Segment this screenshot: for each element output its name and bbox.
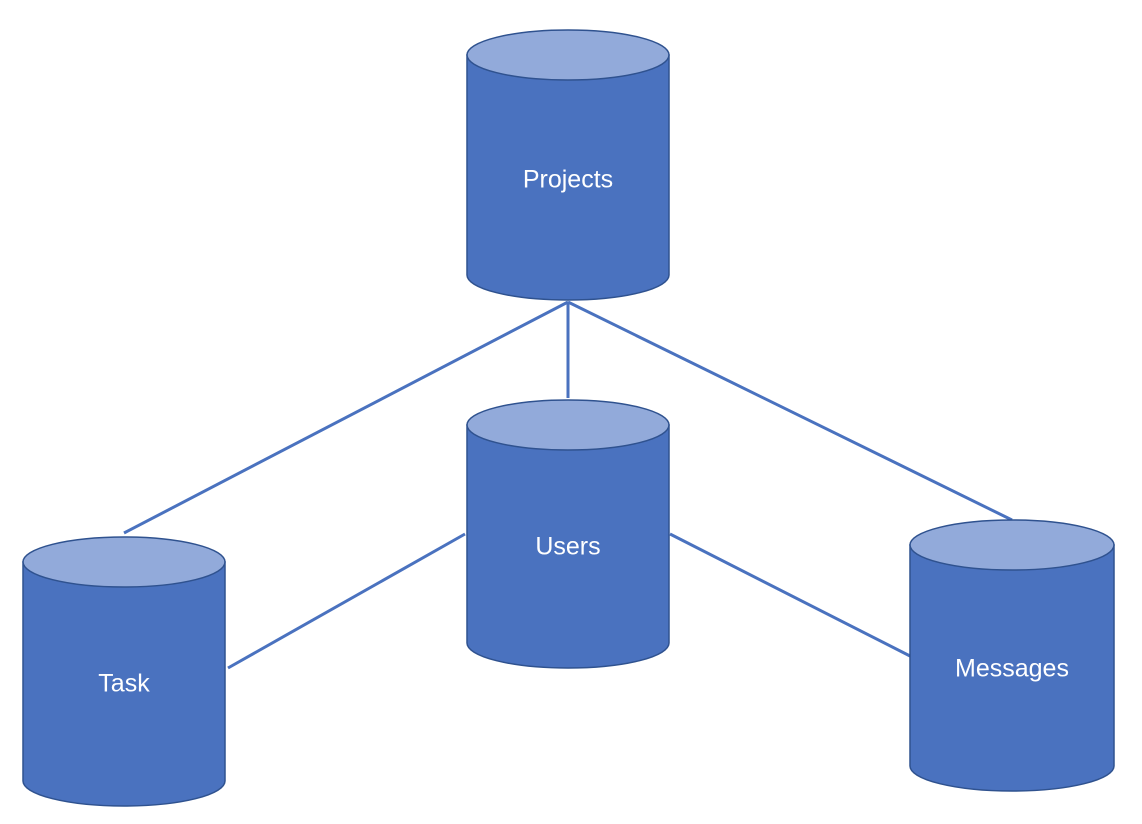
task-cylinder[interactable]: Task (22, 536, 226, 807)
messages-cylinder-top (909, 519, 1115, 571)
users-cylinder-body (466, 424, 670, 669)
users-cylinder-top (466, 399, 670, 451)
task-label: Task (98, 670, 150, 698)
connectors (123, 300, 1013, 670)
users-label: Users (535, 533, 600, 561)
projects-label: Projects (523, 166, 613, 194)
projects-cylinder-body (466, 54, 670, 301)
task-cylinder-top (22, 536, 226, 588)
edge-users-messages (669, 532, 911, 658)
projects-cylinder[interactable]: Projects (466, 29, 670, 301)
messages-cylinder[interactable]: Messages (909, 519, 1115, 792)
messages-cylinder-body (909, 544, 1115, 792)
messages-label: Messages (955, 655, 1069, 683)
edge-projects-task (123, 300, 569, 535)
edge-projects-messages (567, 300, 1013, 522)
edge-users-task (227, 532, 466, 670)
users-cylinder[interactable]: Users (466, 399, 670, 669)
projects-cylinder-top (466, 29, 670, 81)
task-cylinder-body (22, 561, 226, 807)
